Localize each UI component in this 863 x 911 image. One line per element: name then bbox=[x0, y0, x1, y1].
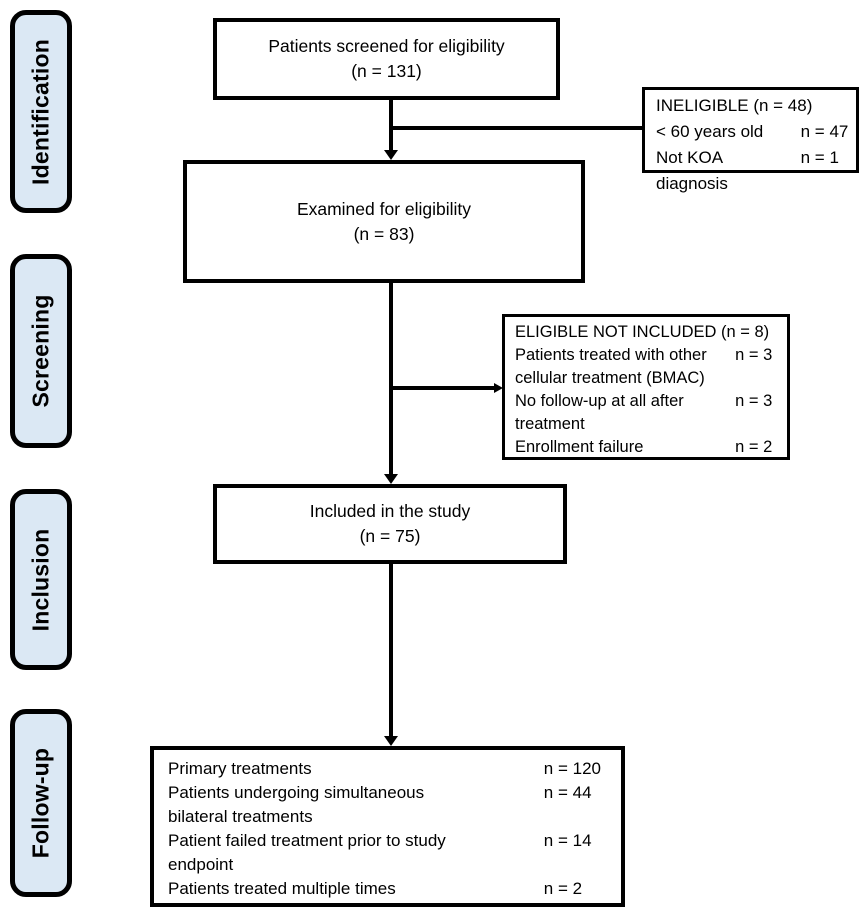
eligible-row: Enrollment failure n = 2 bbox=[515, 436, 779, 459]
box-included-line1: Included in the study bbox=[309, 501, 471, 521]
eligible-row-value: n = 2 bbox=[735, 438, 773, 456]
ineligible-row-value: n = 47 bbox=[800, 122, 849, 141]
box-screened-line1: Patients screened for eligibility bbox=[268, 36, 505, 56]
stage-identification-label: Identification bbox=[27, 38, 54, 185]
followup-row-value: n = 2 bbox=[543, 879, 583, 898]
followup-row-value: n = 120 bbox=[543, 759, 601, 778]
eligible-row-value: n = 3 bbox=[735, 346, 773, 364]
connector-included-to-followup bbox=[389, 564, 393, 738]
eligible-row: Patients treated with other cellular tre… bbox=[515, 344, 779, 390]
stage-followup-label: Follow-up bbox=[27, 747, 54, 859]
stage-inclusion-label: Inclusion bbox=[27, 528, 54, 631]
followup-row-label: Patients undergoing simultaneous bilater… bbox=[168, 783, 425, 826]
followup-row-label: Primary treatments bbox=[168, 759, 312, 778]
arrowhead-to-included bbox=[384, 474, 398, 484]
stage-followup: Follow-up bbox=[10, 709, 72, 897]
ineligible-row-value: n = 1 bbox=[800, 148, 839, 167]
arrowhead-to-followup bbox=[384, 736, 398, 746]
ineligible-row: < 60 years old n = 47 bbox=[656, 119, 850, 145]
box-screened-count: (n = 131) bbox=[351, 61, 422, 81]
box-examined-count: (n = 83) bbox=[353, 223, 415, 244]
ineligible-row-label: Not KOA diagnosis bbox=[656, 148, 728, 193]
stage-screening: Screening bbox=[10, 254, 72, 448]
followup-row-label: Patients treated multiple times bbox=[168, 879, 396, 898]
followup-row-value: n = 14 bbox=[543, 831, 592, 850]
arrowhead-to-examined bbox=[384, 150, 398, 160]
box-eligible-not-included: ELIGIBLE NOT INCLUDED (n = 8) Patients t… bbox=[502, 314, 790, 460]
arrowhead-to-eligible-not-included bbox=[494, 383, 503, 393]
eligible-row-label: Patients treated with other cellular tre… bbox=[515, 346, 707, 387]
followup-row-value: n = 44 bbox=[543, 783, 592, 802]
box-eligible-title: ELIGIBLE NOT INCLUDED (n = 8) bbox=[515, 323, 770, 341]
followup-row-label: Patient failed treatment prior to study … bbox=[168, 831, 446, 874]
connector-to-ineligible bbox=[391, 126, 642, 130]
stage-identification: Identification bbox=[10, 10, 72, 213]
ineligible-row-label: < 60 years old bbox=[656, 122, 764, 141]
stage-screening-label: Screening bbox=[27, 294, 54, 408]
eligible-row-value: n = 3 bbox=[735, 392, 773, 410]
connector-to-eligible-not-included bbox=[391, 386, 499, 390]
eligible-row: No follow-up at all after treatment n = … bbox=[515, 390, 779, 436]
box-ineligible: INELIGIBLE (n = 48) < 60 years old n = 4… bbox=[642, 87, 859, 193]
eligible-row-label: Enrollment failure bbox=[515, 438, 644, 456]
stage-inclusion: Inclusion bbox=[10, 489, 72, 670]
box-examined: Examined for eligibility (n = 83) bbox=[183, 160, 585, 283]
connector-examined-to-included bbox=[389, 283, 393, 476]
box-included-count: (n = 75) bbox=[359, 526, 421, 546]
box-screened: Patients screened for eligibility (n = 1… bbox=[213, 18, 560, 100]
followup-row: Primary treatments n = 120 bbox=[168, 757, 611, 781]
followup-row: Patients treated multiple times n = 2 bbox=[168, 877, 611, 901]
ineligible-row: Not KOA diagnosis n = 1 bbox=[656, 145, 850, 197]
box-ineligible-title: INELIGIBLE (n = 48) bbox=[656, 96, 813, 115]
eligible-row-label: No follow-up at all after treatment bbox=[515, 392, 684, 433]
followup-row: Patient failed treatment prior to study … bbox=[168, 829, 611, 877]
box-examined-line1: Examined for eligibility bbox=[296, 198, 472, 219]
box-followup-details: Primary treatments n = 120 Patients unde… bbox=[150, 746, 625, 907]
box-included: Included in the study (n = 75) bbox=[213, 484, 567, 564]
followup-row: Patients undergoing simultaneous bilater… bbox=[168, 781, 611, 829]
